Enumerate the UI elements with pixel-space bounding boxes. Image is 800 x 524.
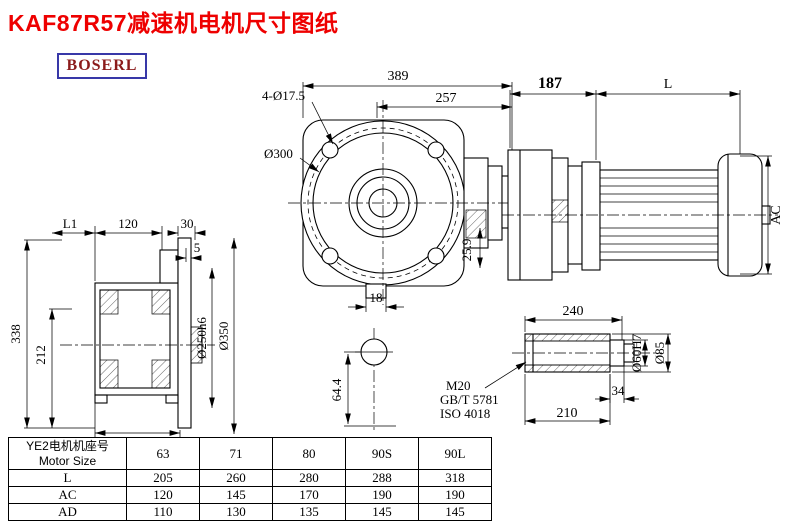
motor-view-labels: 187 L AC (538, 75, 784, 225)
row-label-ad: AD (8, 503, 127, 521)
cell-ad-90s: 145 (345, 503, 419, 521)
cell-ac-90l: 190 (418, 486, 492, 504)
dim-85-label: Ø85 (652, 342, 667, 364)
dim-64-4-label: 64.4 (329, 378, 344, 401)
table-row-ac: AC 120 145 170 190 190 (8, 486, 492, 504)
table-row-ad: AD 110 130 135 145 145 (8, 503, 492, 521)
dim-l1-label: L1 (63, 216, 77, 231)
table-header-size-90l: 90L (418, 437, 492, 470)
front-view-drawing (288, 100, 516, 432)
cell-l-71: 260 (199, 469, 273, 487)
cell-ac-80: 170 (272, 486, 346, 504)
dim-5-label: 5 (194, 240, 201, 255)
shaft-detail-dimensions (484, 316, 671, 425)
row-label-ac: AC (8, 486, 127, 504)
dim-34-label: 34 (612, 383, 626, 398)
cell-ad-63: 110 (126, 503, 200, 521)
table-row-l: L 205 260 280 288 318 (8, 469, 492, 487)
row-label-l: L (8, 469, 127, 487)
dim-18-label: 18 (370, 290, 383, 305)
cell-ac-90s: 190 (345, 486, 419, 504)
dim-187-label: 187 (538, 75, 562, 92)
dim-210-label: 210 (557, 406, 578, 421)
dim-300-label: Ø300 (264, 146, 293, 161)
dim-bolt-holes-label: 4-Ø17.5 (262, 88, 305, 103)
dim-l-label: L (664, 77, 673, 92)
dim-350-label: Ø350 (216, 322, 231, 351)
cell-ad-80: 135 (272, 503, 346, 521)
cell-l-90s: 288 (345, 469, 419, 487)
table-header-size-71: 71 (199, 437, 273, 470)
dim-389-label: 389 (388, 69, 409, 84)
thread-m20-label: M20 (446, 378, 471, 393)
side-view-dimensions (24, 226, 237, 437)
dim-240-label: 240 (563, 304, 584, 319)
dim-257-label: 257 (436, 91, 457, 106)
table-header-cn: YE2电机机座号 (26, 438, 109, 453)
dim-30-label: 30 (181, 216, 194, 231)
standard-gbt-label: GB/T 5781 (440, 392, 499, 407)
dim-60h7-label: Ø60H7 (629, 333, 644, 372)
standard-iso-label: ISO 4018 (440, 406, 490, 421)
table-header-size-80: 80 (272, 437, 346, 470)
cell-l-80: 280 (272, 469, 346, 487)
dim-ac-label: AC (769, 205, 784, 224)
cell-l-63: 205 (126, 469, 200, 487)
motor-size-table: YE2电机机座号 Motor Size 63 71 80 90S 90L L 2… (8, 437, 492, 521)
cell-ac-63: 120 (126, 486, 200, 504)
cell-ad-71: 130 (199, 503, 273, 521)
boserl-logo: BOSERL (57, 53, 147, 79)
shaft-detail-labels: 240 210 34 M20 GB/T 5781 ISO 4018 Ø60H7 … (440, 304, 667, 421)
boserl-logo-text: BOSERL (66, 57, 138, 74)
table-header-size-63: 63 (126, 437, 200, 470)
dim-250h6-label: Ø250h6 (194, 317, 209, 359)
motor-view-dimensions (509, 90, 772, 275)
cell-ad-90l: 145 (418, 503, 492, 521)
front-view-labels: 389 257 4-Ø17.5 Ø300 25.9 18 64.4 (262, 69, 474, 401)
shaft-detail-drawing (512, 333, 662, 373)
cell-l-90l: 318 (418, 469, 492, 487)
dim-25-9-label: 25.9 (459, 239, 474, 262)
table-header-row: YE2电机机座号 Motor Size 63 71 80 90S 90L (8, 437, 492, 470)
table-header-en: Motor Size (38, 453, 97, 468)
table-header-motor-size: YE2电机机座号 Motor Size (8, 437, 127, 470)
dim-120-label: 120 (118, 216, 138, 231)
page-title: KAF87R57减速机电机尺寸图纸 (8, 10, 339, 36)
cell-ac-71: 145 (199, 486, 273, 504)
dim-212-label: 212 (33, 345, 48, 365)
side-view-drawing (60, 237, 215, 429)
dim-338-label: 338 (8, 324, 23, 344)
table-header-size-90s: 90S (345, 437, 419, 470)
motor-view-drawing (502, 149, 778, 281)
